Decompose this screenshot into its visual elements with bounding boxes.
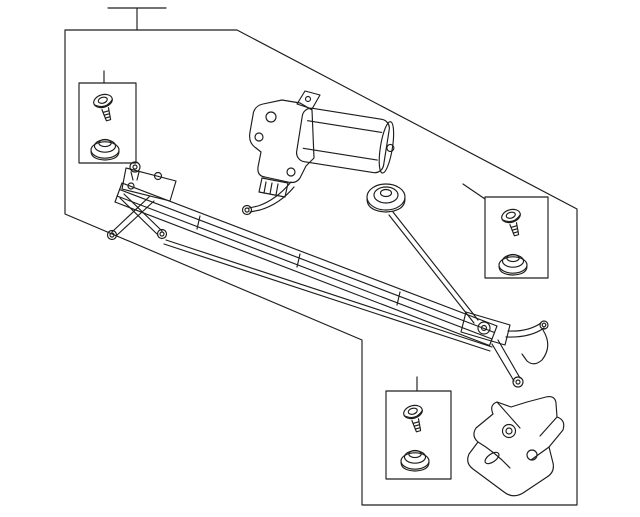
frame-gusset-plate <box>121 167 177 202</box>
wiper-motor <box>241 90 395 216</box>
bracket-hole <box>501 423 517 439</box>
motor-mount-hole <box>304 95 312 103</box>
left-pivot-assembly <box>106 161 168 241</box>
bell-crank-plate <box>460 311 511 346</box>
assembly-leader-line <box>107 7 167 31</box>
pivot-ball-stud <box>129 161 141 173</box>
fastener-kit-callout-1 <box>78 70 137 164</box>
motor-mount-tab <box>296 90 321 110</box>
frame-cross-ties <box>196 215 401 306</box>
bracket-hole <box>526 449 538 461</box>
pivot-arm-right <box>119 193 168 240</box>
drag-link-rod <box>163 239 493 352</box>
motor-crank-arm <box>241 181 295 216</box>
right-pivot-assembly <box>460 311 549 388</box>
gearbox-bolt <box>254 132 264 142</box>
callout-3-box <box>385 390 452 480</box>
motor-gearbox <box>249 99 315 184</box>
pivot-arm-left <box>106 195 155 241</box>
bracket-slot <box>484 451 500 465</box>
gearbox-bolt <box>265 111 277 123</box>
motor-link-rod <box>388 211 479 324</box>
callout-2-box <box>484 196 549 279</box>
crank-arm-right <box>505 320 549 338</box>
gearbox-bolt <box>286 167 296 177</box>
isolator-grommet <box>366 183 406 213</box>
motor-body <box>296 107 395 174</box>
fastener-kit-callout-2 <box>462 183 549 279</box>
crank-arm-down <box>491 339 524 388</box>
frame-pivot-hole <box>127 182 135 190</box>
callout-1-box <box>78 82 137 164</box>
crank-hook-arm <box>521 329 549 365</box>
fastener-kit-callout-3 <box>385 376 452 480</box>
callout-2-leader <box>462 183 486 200</box>
linkage-frame <box>114 167 498 347</box>
mounting-bracket <box>467 396 565 497</box>
diagram-linework <box>64 7 578 506</box>
